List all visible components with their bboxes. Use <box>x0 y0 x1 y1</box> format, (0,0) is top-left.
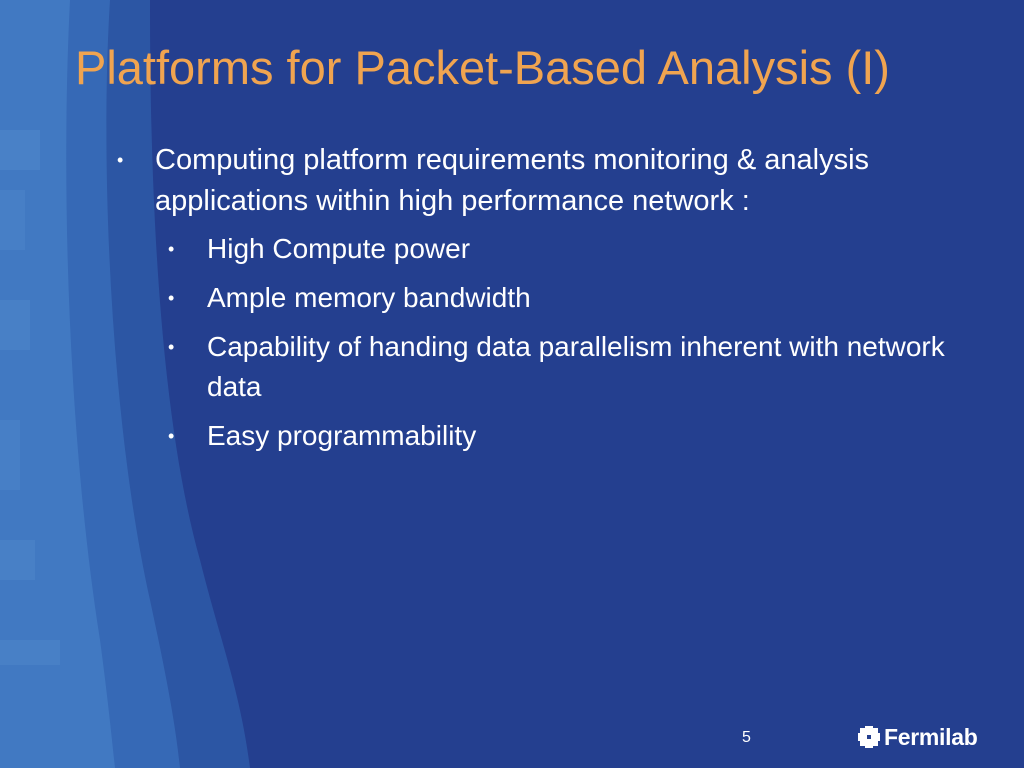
sub-bullet-dot: • <box>168 426 175 446</box>
bullet-dot: • <box>117 150 124 170</box>
main-bullet: Computing platform requirements monitori… <box>155 144 870 217</box>
sub-bullet-2: Ample memory bandwidth <box>207 282 531 313</box>
logo-text: Fermilab <box>884 724 978 750</box>
sub-bullet-1: High Compute power <box>207 233 471 264</box>
sub-bullet-dot: • <box>168 288 175 308</box>
sub-bullet-4: Easy programmability <box>207 420 477 451</box>
slide-title: Platforms for Packet-Based Analysis (I) <box>75 41 890 94</box>
sub-bullet-dot: • <box>168 239 175 259</box>
sub-bullet-dot: • <box>168 337 175 357</box>
page-number: 5 <box>742 729 751 746</box>
fermilab-logo-icon <box>858 726 880 748</box>
sub-bullet-3: Capability of handing data parallelism i… <box>207 331 945 402</box>
fermilab-logo: Fermilab <box>858 724 978 750</box>
